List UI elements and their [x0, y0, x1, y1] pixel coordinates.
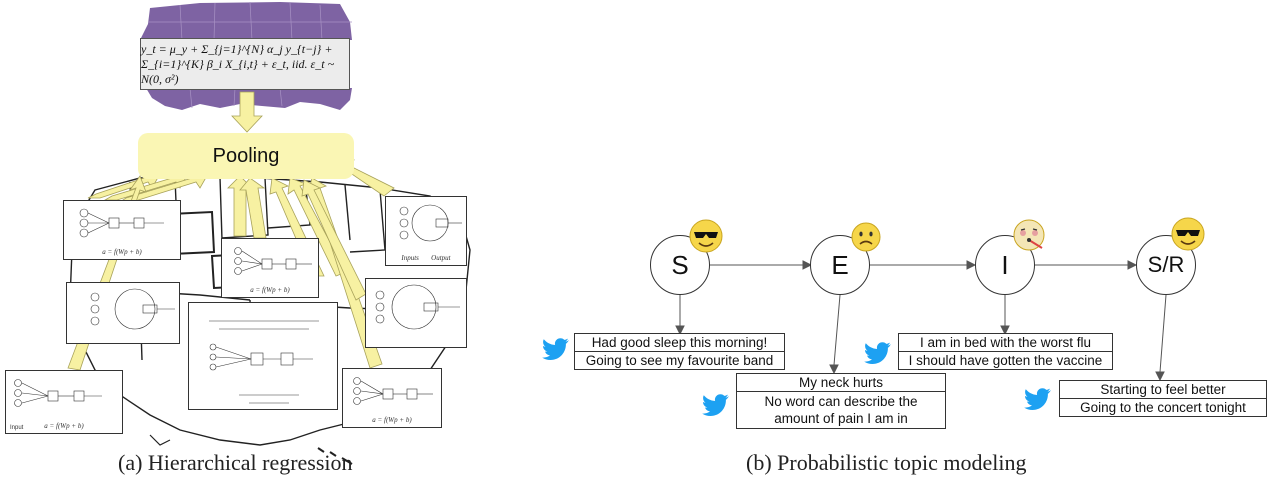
state-label: S — [671, 249, 689, 280]
network-caption: a = f(Wp + b) — [372, 416, 412, 424]
tweet-box-e: My neck hurts No word can describe the a… — [736, 373, 946, 429]
network-diagram — [188, 302, 338, 410]
network-diagram: a = f(Wp + b) — [63, 200, 181, 260]
network-schematic-icon — [209, 320, 319, 404]
state-label: E — [831, 249, 849, 280]
cool-face-icon — [689, 219, 723, 253]
twitter-bird-icon — [702, 394, 729, 416]
network-diagram — [365, 278, 467, 348]
caption-a: (a) Hierarchical regression — [118, 450, 353, 475]
network-schematic-icon — [353, 377, 433, 405]
tweet-text: Going to the concert tonight — [1080, 400, 1246, 415]
tweet-box-i: I am in bed with the worst flu I should … — [898, 333, 1113, 370]
inputs-label: Inputs — [401, 254, 419, 262]
network-schematic-icon — [234, 247, 312, 275]
network-diagram: a = f(Wp + b) Input — [5, 370, 123, 434]
tweet-text: No word can describe the amount of pain … — [764, 394, 918, 426]
state-label: S/R — [1147, 252, 1185, 277]
frown-face-icon — [851, 222, 881, 252]
tweet-text: Had good sleep this morning! — [575, 334, 784, 352]
tweet-text: I should have gotten the vaccine — [908, 353, 1103, 368]
network-io-labels: Inputs Output — [386, 254, 466, 262]
state-i: I — [975, 235, 1035, 295]
network-caption: a = f(Wp + b) — [250, 286, 290, 294]
pooling-label: Pooling — [212, 144, 280, 167]
twitter-bird-icon — [542, 338, 569, 360]
twitter-bird-icon — [864, 342, 891, 364]
network-diagram: a = f(Wp + b) — [342, 368, 442, 428]
state-e: E — [810, 235, 870, 295]
network-diagram — [66, 282, 180, 344]
output-label: Output — [431, 254, 451, 262]
input-label: Input — [10, 425, 24, 431]
tweet-text: Starting to feel better — [1060, 381, 1266, 399]
perceptron-icon — [90, 288, 175, 330]
state-transitions — [675, 260, 1167, 382]
tweet-text: My neck hurts — [737, 374, 945, 392]
equation-to-pooling-arrow — [231, 91, 263, 133]
tweet-text: I am in bed with the worst flu — [899, 334, 1112, 352]
network-schematic-icon — [14, 379, 102, 407]
sick-face-icon — [1013, 219, 1045, 251]
network-diagram: Inputs Output — [385, 196, 467, 266]
network-caption: a = f(Wp + b) — [102, 248, 142, 256]
perceptron-icon — [399, 204, 462, 242]
pooling-box: Pooling — [138, 133, 354, 179]
regression-equation: y_t = μ_y + Σ_{j=1}^{N} α_j y_{t−j} + Σ_… — [140, 38, 350, 90]
tweet-box-sr: Starting to feel better Going to the con… — [1059, 380, 1267, 417]
state-label: I — [1001, 249, 1009, 280]
tweet-box-s: Had good sleep this morning! Going to se… — [574, 333, 785, 370]
caption-b: (b) Probabilistic topic modeling — [746, 450, 1027, 475]
perceptron-icon — [375, 284, 460, 330]
tweet-text: Going to see my favourite band — [585, 353, 774, 368]
twitter-bird-icon — [1024, 388, 1051, 410]
network-diagram: a = f(Wp + b) — [221, 238, 319, 298]
network-caption: a = f(Wp + b) — [44, 422, 84, 430]
cool-face-icon — [1171, 217, 1205, 251]
network-schematic-icon — [79, 208, 164, 238]
